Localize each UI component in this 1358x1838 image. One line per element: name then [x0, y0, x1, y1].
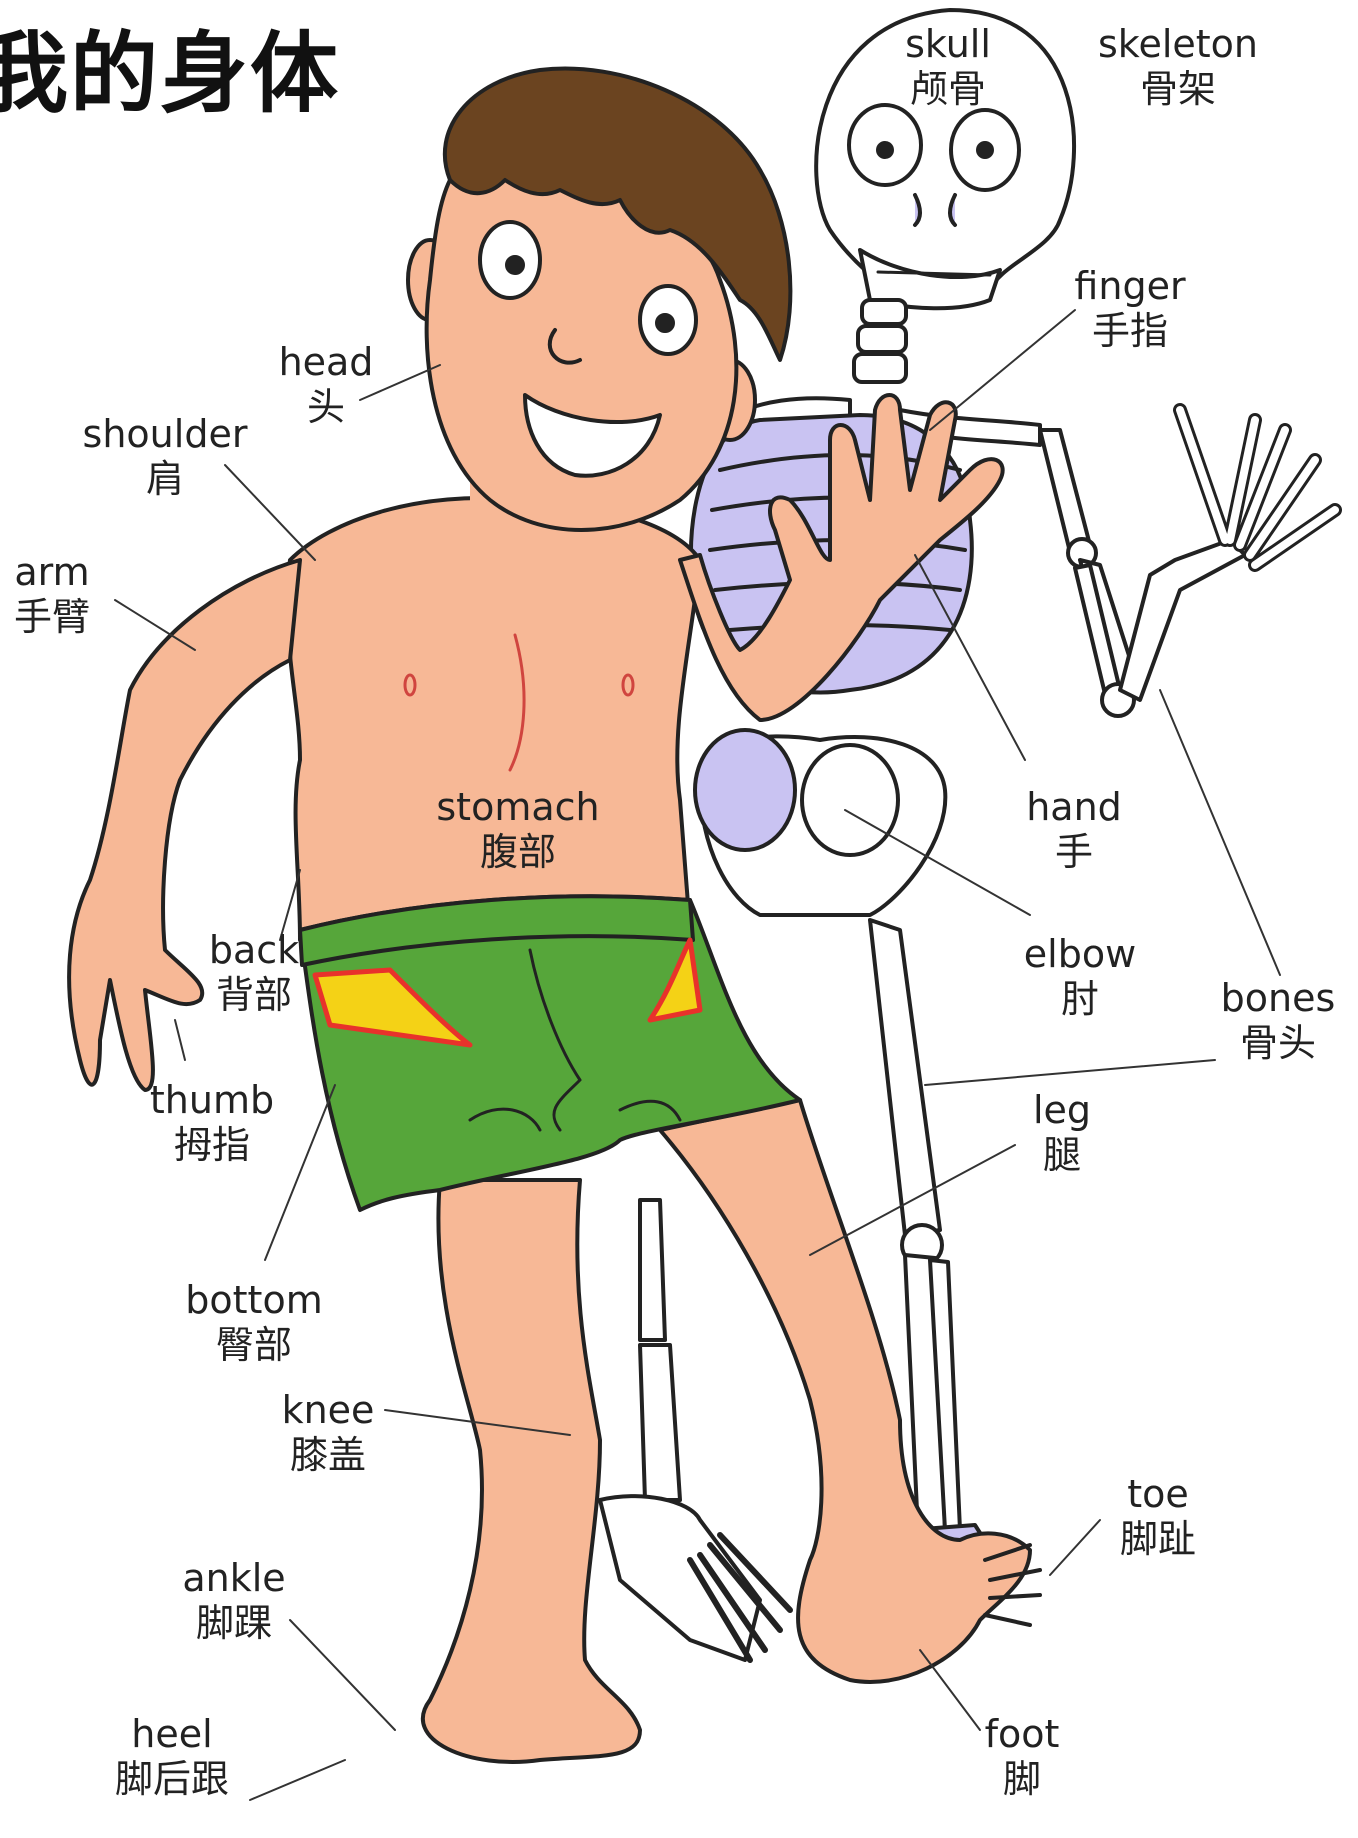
label-head: head 头 [279, 340, 374, 430]
label-stomach: stomach 腹部 [436, 785, 599, 875]
label-back-en: back [209, 928, 299, 973]
label-elbow: elbow 肘 [1024, 932, 1136, 1022]
label-thumb-en: thumb [150, 1078, 274, 1123]
label-skeleton-zh: 骨架 [1098, 67, 1258, 112]
label-skull-en: skull [905, 22, 991, 67]
label-skeleton: skeleton 骨架 [1098, 22, 1258, 112]
label-bottom-zh: 臀部 [185, 1323, 322, 1368]
label-toe: toe 脚趾 [1120, 1472, 1196, 1562]
label-heel-en: heel [115, 1712, 229, 1757]
label-thumb-zh: 拇指 [150, 1123, 274, 1168]
label-bones-zh: 骨头 [1221, 1021, 1336, 1066]
label-heel: heel 脚后跟 [115, 1712, 229, 1802]
label-foot-en: foot [985, 1712, 1060, 1757]
label-back-zh: 背部 [209, 973, 299, 1018]
label-bones: bones 骨头 [1221, 976, 1336, 1066]
label-foot: foot 脚 [985, 1712, 1060, 1802]
label-finger-en: finger [1074, 264, 1185, 309]
label-stomach-en: stomach [436, 785, 599, 830]
label-bottom: bottom 臀部 [185, 1278, 322, 1368]
label-ankle-en: ankle [182, 1556, 285, 1601]
label-hand-zh: 手 [1026, 830, 1122, 875]
label-finger-zh: 手指 [1074, 309, 1185, 354]
label-head-zh: 头 [279, 385, 374, 430]
label-toe-zh: 脚趾 [1120, 1517, 1196, 1562]
label-back: back 背部 [209, 928, 299, 1018]
boy-leg-left [423, 1180, 640, 1762]
label-elbow-zh: 肘 [1024, 977, 1136, 1022]
label-hand: hand 手 [1026, 785, 1122, 875]
label-skeleton-en: skeleton [1098, 22, 1258, 67]
label-bones-en: bones [1221, 976, 1336, 1021]
label-ankle: ankle 脚踝 [182, 1556, 285, 1646]
label-stomach-zh: 腹部 [436, 830, 599, 875]
label-ankle-zh: 脚踝 [182, 1601, 285, 1646]
label-elbow-en: elbow [1024, 932, 1136, 977]
label-toe-en: toe [1120, 1472, 1196, 1517]
label-skull: skull 颅骨 [905, 22, 991, 112]
label-leg: leg 腿 [1033, 1088, 1091, 1178]
label-knee: knee 膝盖 [282, 1388, 375, 1478]
label-shoulder-en: shoulder [83, 412, 248, 457]
label-heel-zh: 脚后跟 [115, 1757, 229, 1802]
label-skull-zh: 颅骨 [905, 67, 991, 112]
page-title: 我的身体 [0, 30, 340, 118]
label-head-en: head [279, 340, 374, 385]
label-shoulder-zh: 肩 [83, 457, 248, 502]
label-hand-en: hand [1026, 785, 1122, 830]
label-shoulder: shoulder 肩 [83, 412, 248, 502]
label-thumb: thumb 拇指 [150, 1078, 274, 1168]
label-bottom-en: bottom [185, 1278, 322, 1323]
label-arm: arm 手臂 [14, 550, 90, 640]
label-foot-zh: 脚 [985, 1757, 1060, 1802]
label-arm-zh: 手臂 [14, 595, 90, 640]
label-leg-zh: 腿 [1033, 1133, 1091, 1178]
label-arm-en: arm [14, 550, 90, 595]
label-finger: finger 手指 [1074, 264, 1185, 354]
label-leg-en: leg [1033, 1088, 1091, 1133]
label-knee-zh: 膝盖 [282, 1433, 375, 1478]
label-knee-en: knee [282, 1388, 375, 1433]
